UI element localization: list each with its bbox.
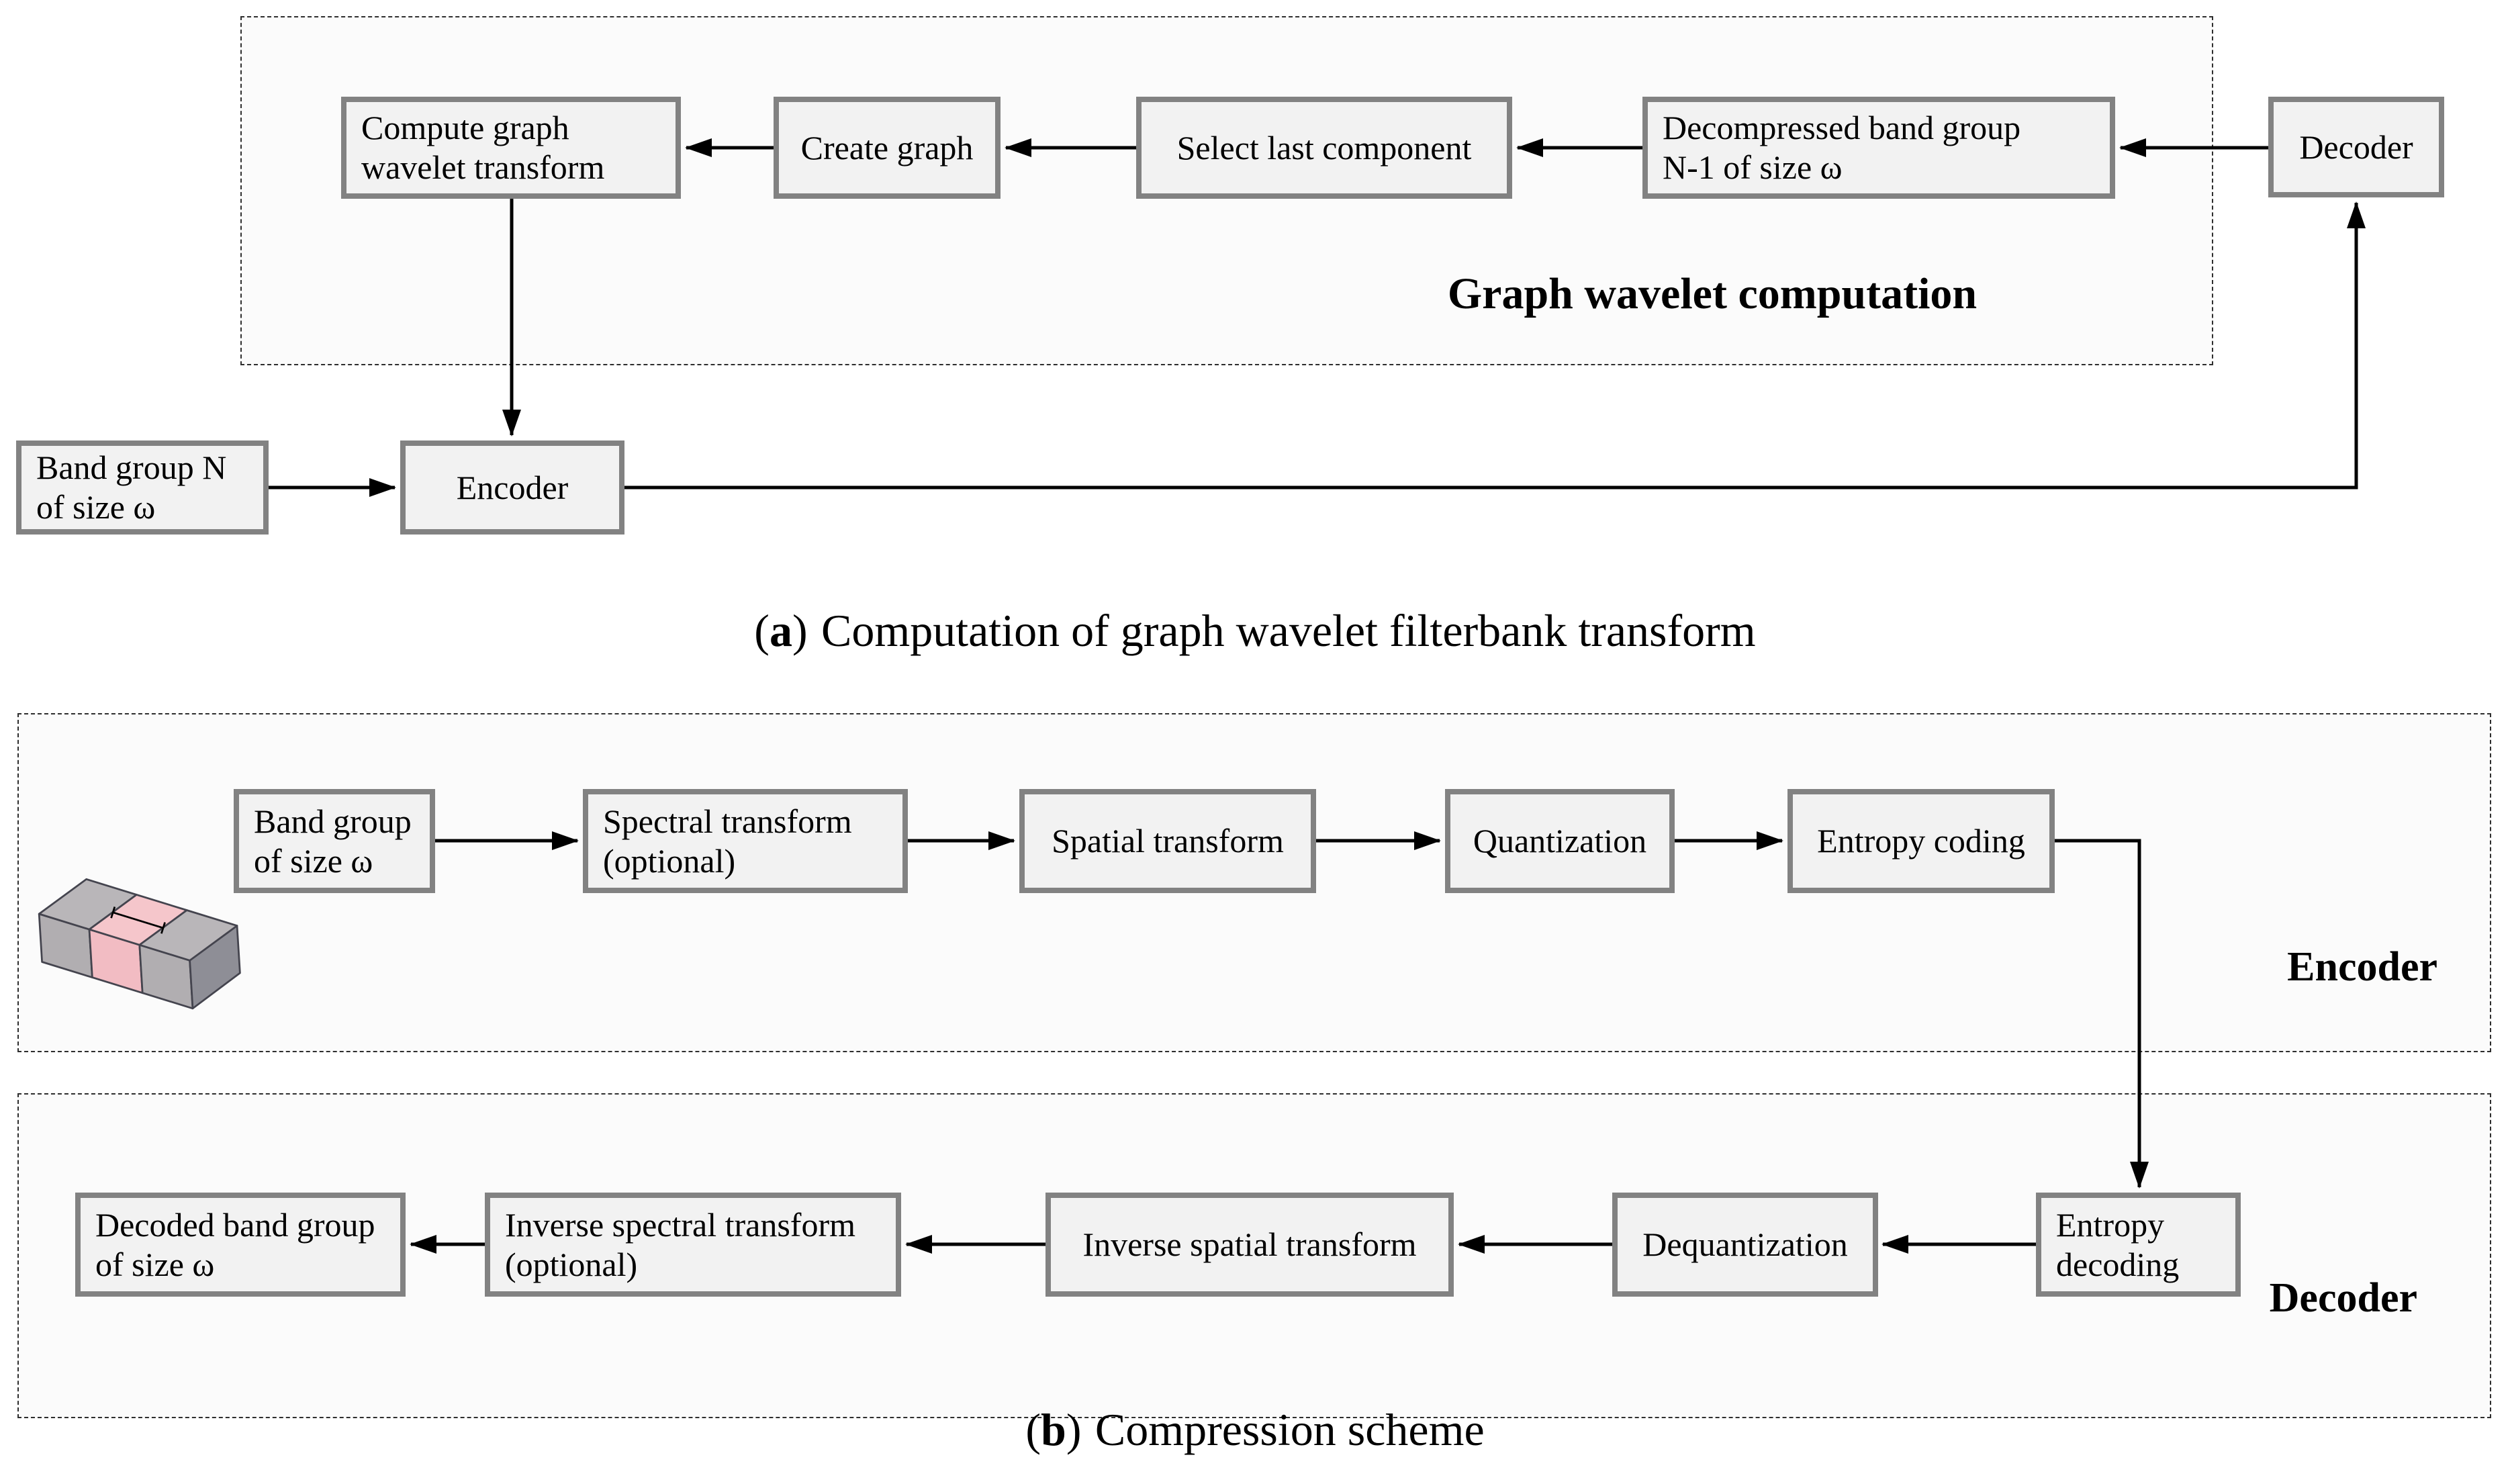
node-entropy-decoding: Entropy decoding [2036,1193,2241,1297]
caption-a: (a) Computation of graph wavelet filterba… [0,604,2510,657]
caption-b-close: ) [1066,1404,1082,1455]
node-select-last-component: Select last component [1136,97,1512,199]
caption-b-text: Compression scheme [1095,1404,1485,1455]
node-label: Decompressed band group N-1 of size ω [1663,109,2021,186]
node-label: Entropy decoding [2056,1205,2180,1283]
node-label: Select last component [1176,128,1472,167]
node-label: Create graph [800,128,974,167]
decoder-zone-label: Decoder [2269,1275,2417,1321]
node-entropy-coding: Entropy coding [1787,789,2055,893]
node-compute-graph-wavelet-transform: Compute graph wavelet transform [341,97,681,199]
node-decoded-band-group: Decoded band group of size ω [75,1193,406,1297]
node-band-group-omega: Band group of size ω [234,789,435,893]
node-encoder-a: Encoder [400,440,624,535]
node-label: Inverse spatial transform [1082,1225,1417,1263]
node-dequantization: Dequantization [1612,1193,1878,1297]
node-label: Quantization [1473,822,1647,860]
node-label: Band group of size ω [254,802,412,880]
node-label: Decoder [2299,128,2413,166]
node-inverse-spectral-transform: Inverse spectral transform (optional) [485,1193,901,1297]
node-label: Band group N of size ω [36,449,227,526]
node-label: Dequantization [1642,1225,1848,1263]
node-label: Encoder [456,468,569,506]
caption-a-text: Computation of graph wavelet filterbank … [821,605,1756,656]
caption-a-close: ) [792,605,808,656]
node-label: Decoded band group of size ω [95,1205,375,1283]
node-quantization: Quantization [1445,789,1675,893]
node-band-group-n: Band group N of size ω [16,440,269,535]
node-spatial-transform: Spatial transform [1019,789,1316,893]
node-decoder-top: Decoder [2268,97,2444,197]
caption-b-open: ( [1025,1404,1041,1455]
band-group-block-icon [38,878,241,1010]
node-create-graph: Create graph [774,97,1001,199]
caption-a-letter: a [769,605,792,656]
node-label: Spectral transform (optional) [603,802,852,880]
caption-a-open: ( [754,605,770,656]
encoder-zone-label: Encoder [2287,944,2437,990]
node-spectral-transform: Spectral transform (optional) [583,789,908,893]
graph-wavelet-computation-label: Graph wavelet computation [1447,269,1978,318]
icon-top-right-gray [138,909,238,962]
caption-b: (b) Compression scheme [0,1403,2510,1456]
node-label: Spatial transform [1052,822,1284,860]
node-label: Inverse spectral transform (optional) [505,1205,855,1283]
node-inverse-spatial-transform: Inverse spatial transform [1045,1193,1454,1297]
icon-size-measure [110,907,166,934]
node-decompressed-band-group: Decompressed band group N-1 of size ω [1642,97,2115,199]
node-label: Compute graph wavelet transform [361,109,605,186]
node-label: Entropy coding [1817,822,2025,860]
caption-b-letter: b [1040,1404,1066,1455]
